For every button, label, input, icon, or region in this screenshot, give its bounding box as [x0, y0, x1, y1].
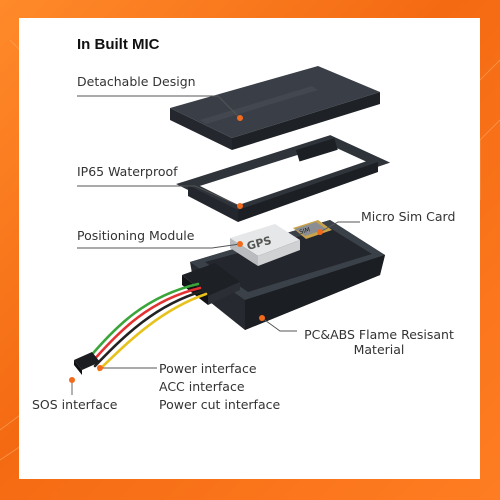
label-waterproof: IP65 Waterproof	[77, 164, 178, 179]
plug	[74, 352, 100, 375]
label-material-line1: PC&ABS Flame Resisant	[304, 327, 454, 342]
callout-markers	[69, 115, 323, 383]
label-power-cut: Power cut interface	[159, 397, 281, 412]
title: In Built MIC	[77, 36, 160, 53]
gps-module: GPS	[230, 224, 300, 266]
top-cover	[170, 66, 380, 150]
marker-detachable	[237, 115, 243, 121]
label-positioning: Positioning Module	[77, 228, 195, 243]
label-power: Power interface	[159, 361, 257, 376]
middle-frame	[176, 135, 391, 222]
marker-waterproof	[237, 203, 243, 209]
label-sim: Micro Sim Card	[361, 209, 456, 224]
wires	[87, 282, 208, 372]
marker-material	[259, 315, 265, 321]
marker-sos	[69, 377, 75, 383]
sim-slot: SIM	[293, 220, 332, 239]
leader-lines	[71, 95, 360, 395]
label-material-line2: Material	[353, 342, 405, 357]
label-sos: SOS interface	[32, 397, 118, 412]
gps-chip-label: GPS	[245, 234, 273, 253]
marker-sim	[317, 229, 323, 235]
label-material: PC&ABS Flame Resisant Material	[299, 327, 459, 357]
label-acc: ACC interface	[159, 379, 245, 394]
sim-chip-label: SIM	[299, 226, 311, 236]
marker-positioning	[237, 241, 243, 247]
marker-power	[97, 365, 103, 371]
label-detachable: Detachable Design	[77, 74, 196, 89]
